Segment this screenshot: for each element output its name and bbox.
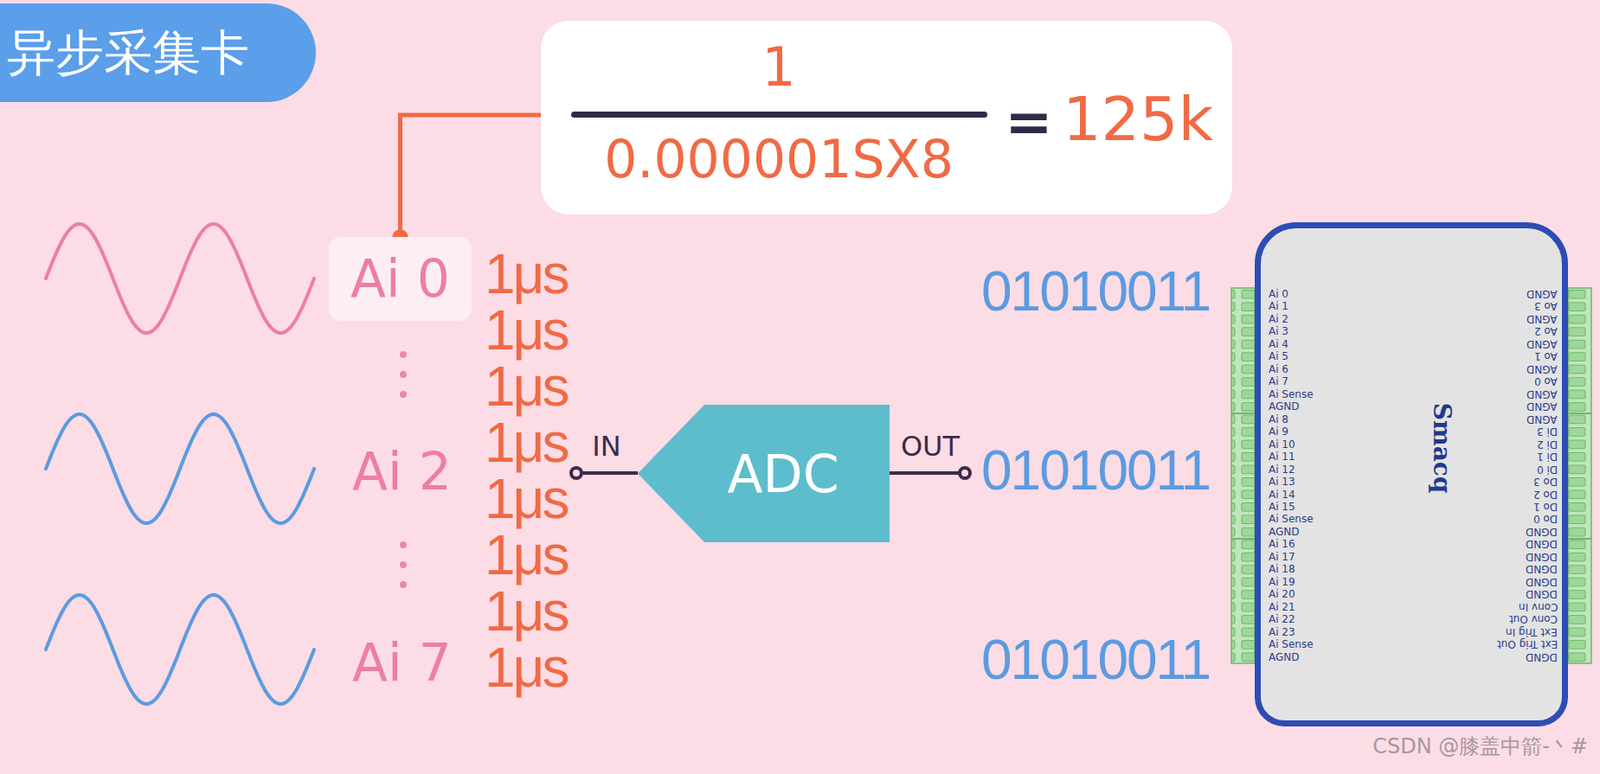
pin-label: Ai 19	[1268, 576, 1296, 589]
time-slot: 1μs	[484, 243, 567, 308]
pin-label: Ai 9	[1268, 425, 1289, 438]
pin-label: Do 2	[1533, 488, 1558, 502]
channel-name: Ai 0	[350, 249, 450, 309]
signal-wave	[45, 414, 315, 524]
pin-label: Ext Trig Out	[1497, 638, 1558, 651]
pin-label: Ai 7	[1268, 375, 1289, 388]
time-slot: 1μs	[484, 636, 567, 701]
leader-line	[392, 115, 542, 245]
pin-label: Do 3	[1533, 475, 1558, 489]
pin-label: Ai 21	[1268, 601, 1296, 614]
pin-label: Ao 2	[1534, 325, 1558, 338]
pin-label: Ai Sense	[1268, 388, 1314, 401]
pin-label: Ai Sense	[1268, 513, 1314, 526]
pin-label: Ai 18	[1268, 563, 1296, 576]
fraction-bar	[571, 111, 988, 118]
pin-label: Di 3	[1536, 425, 1558, 438]
pin-label: Ai 16	[1268, 538, 1296, 551]
denominator: 0.000001SX8	[604, 129, 954, 190]
pin-label: DGND	[1525, 551, 1558, 564]
pin-label: DGND	[1525, 563, 1558, 576]
pin-label: Ai 14	[1268, 488, 1296, 502]
pin-label: AGND	[1526, 338, 1558, 351]
pin-label: Ext Trig In	[1505, 626, 1558, 639]
pin-label: Di 0	[1536, 463, 1558, 476]
equals-sign: =	[1004, 89, 1053, 156]
binary-code: 01010011	[981, 439, 1210, 504]
binary-code: 01010011	[981, 629, 1210, 694]
pin-label: AGND	[1526, 288, 1558, 301]
pin-label: Ai 4	[1268, 338, 1289, 351]
pin-label: DGND	[1525, 651, 1558, 664]
pin-label: Ao 1	[1534, 350, 1558, 363]
pin-label: Ai Sense	[1268, 638, 1314, 651]
signal-wave	[45, 595, 315, 705]
pin-label: Di 1	[1536, 450, 1558, 463]
pin-label: Ai 20	[1268, 588, 1296, 601]
pin-label: Ai 23	[1268, 626, 1296, 639]
signal-wave	[45, 224, 315, 334]
time-slot: 1μs	[484, 355, 567, 420]
pin-label: AGND	[1268, 526, 1300, 539]
pin-label: Ai 13	[1268, 475, 1296, 489]
watermark: CSDN @膝盖中箭-丶#	[1372, 735, 1588, 760]
pin-label: DGND	[1525, 526, 1558, 539]
pin-label: AGND	[1526, 413, 1558, 426]
pin-label: Ao 3	[1534, 300, 1558, 313]
time-slot: 1μs	[484, 468, 567, 533]
pin-label: Conv In	[1518, 601, 1558, 614]
pin-label: Ai 2	[1268, 313, 1289, 326]
pin-label: Ai 12	[1268, 463, 1296, 476]
channel-label: Ai 7	[352, 633, 452, 694]
time-slot: 1μs	[484, 299, 567, 364]
pin-label: IN	[591, 430, 621, 463]
pin-label: DGND	[1525, 588, 1558, 601]
pin-label: AGND	[1268, 651, 1300, 664]
pin-label: Ai 11	[1268, 450, 1296, 463]
pin-label: Ai 15	[1268, 501, 1296, 514]
channel-box: Ai 0	[328, 237, 472, 322]
pin-label: Ai 0	[1268, 288, 1289, 301]
pin-label: Do 0	[1533, 513, 1558, 526]
time-slot: 1μs	[484, 524, 567, 589]
pin-label: Ai 3	[1268, 325, 1289, 338]
pin-label: Ai 10	[1268, 438, 1296, 451]
numerator: 1	[761, 36, 796, 98]
pin-label: AGND	[1526, 363, 1558, 376]
adc-block: ADC	[637, 404, 890, 543]
pin-label: AGND	[1526, 313, 1558, 326]
title-tab: 异步采集卡	[0, 3, 316, 103]
pin-label: DGND	[1525, 576, 1558, 589]
pin-label: Ao 0	[1534, 375, 1558, 388]
pin-label: Do 1	[1533, 501, 1558, 514]
pin-label: DGND	[1525, 538, 1558, 551]
pin-label: Di 2	[1536, 438, 1558, 451]
pin-label: Ai 17	[1268, 551, 1296, 564]
adc-text: ADC	[726, 444, 839, 505]
pin-label: Conv Out	[1509, 613, 1558, 626]
title-text: 异步采集卡	[6, 25, 250, 81]
formula-box: 1 0.000001SX8 =125k	[540, 20, 1233, 215]
result-value: 125k	[1062, 84, 1214, 155]
binary-code: 01010011	[981, 260, 1210, 325]
brand-name: Smacq	[1427, 402, 1456, 494]
time-slot: 1μs	[484, 580, 567, 645]
pin-label: AGND	[1526, 400, 1558, 413]
daq-device: Smacq	[1254, 222, 1568, 727]
time-slot: 1μs	[484, 411, 567, 476]
pin-label: Ai 22	[1268, 613, 1296, 626]
channel-label: Ai 2	[352, 442, 452, 502]
pin-label: Ai 8	[1268, 413, 1289, 426]
pin-label: Ai 5	[1268, 350, 1289, 363]
pin-label: AGND	[1268, 400, 1300, 413]
pin-label: Ai 1	[1268, 300, 1289, 313]
pin-label: AGND	[1526, 388, 1558, 401]
pin-label: OUT	[900, 430, 960, 463]
pin-label: Ai 6	[1268, 363, 1289, 376]
